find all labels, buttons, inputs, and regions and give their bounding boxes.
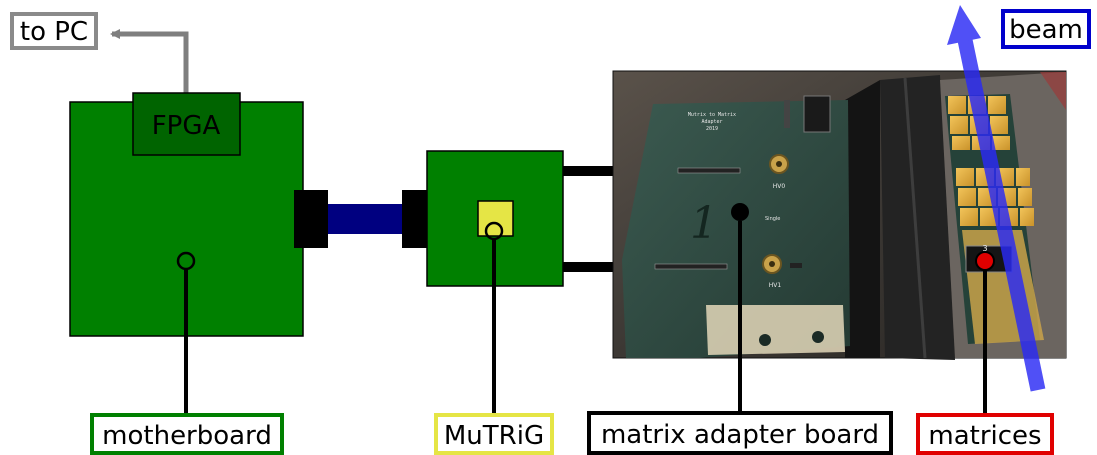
- to-pc-label: to PC: [20, 17, 88, 47]
- matrices-marker: [975, 251, 995, 271]
- mutrig-chip: [477, 200, 514, 237]
- board-title: Mutrix to Matrix: [688, 112, 736, 118]
- matrices-label-box: matrices: [916, 413, 1054, 455]
- hv1-label: HV1: [769, 282, 782, 289]
- cable-connector-left: [294, 190, 328, 248]
- mutrig-label: MuTRiG: [444, 421, 544, 451]
- single-label: Single: [765, 216, 780, 222]
- fpga-label: FPGA: [152, 111, 221, 141]
- adapter-marker: [731, 203, 749, 221]
- adapter-label: matrix adapter board: [601, 420, 879, 450]
- adapter-label-box: matrix adapter board: [587, 411, 893, 455]
- board-year: 2019: [706, 126, 718, 132]
- motherboard-label: motherboard: [102, 421, 272, 451]
- fpga-block: [132, 92, 241, 156]
- beam-arrow: [947, 5, 1046, 392]
- beam-label: beam: [1009, 15, 1083, 45]
- mutrig-label-box: MuTRiG: [434, 413, 554, 455]
- matrix-number: 3: [982, 244, 987, 253]
- motherboard-label-box: motherboard: [90, 413, 284, 455]
- adapter-pcb: [622, 100, 850, 358]
- beam-label-box: beam: [1001, 9, 1091, 49]
- matrices-label: matrices: [928, 421, 1041, 451]
- cable: [327, 204, 403, 234]
- setup-photo: Mutrix to Matrix Adapter 2019 HV0 HV1 Si…: [612, 70, 1067, 360]
- to-pc-connector: [110, 29, 189, 98]
- board-subtitle: Adapter: [701, 119, 722, 125]
- hv0-label: HV0: [773, 183, 786, 190]
- handwritten-number: 1: [690, 198, 718, 249]
- to-pc-label-box: to PC: [10, 12, 98, 50]
